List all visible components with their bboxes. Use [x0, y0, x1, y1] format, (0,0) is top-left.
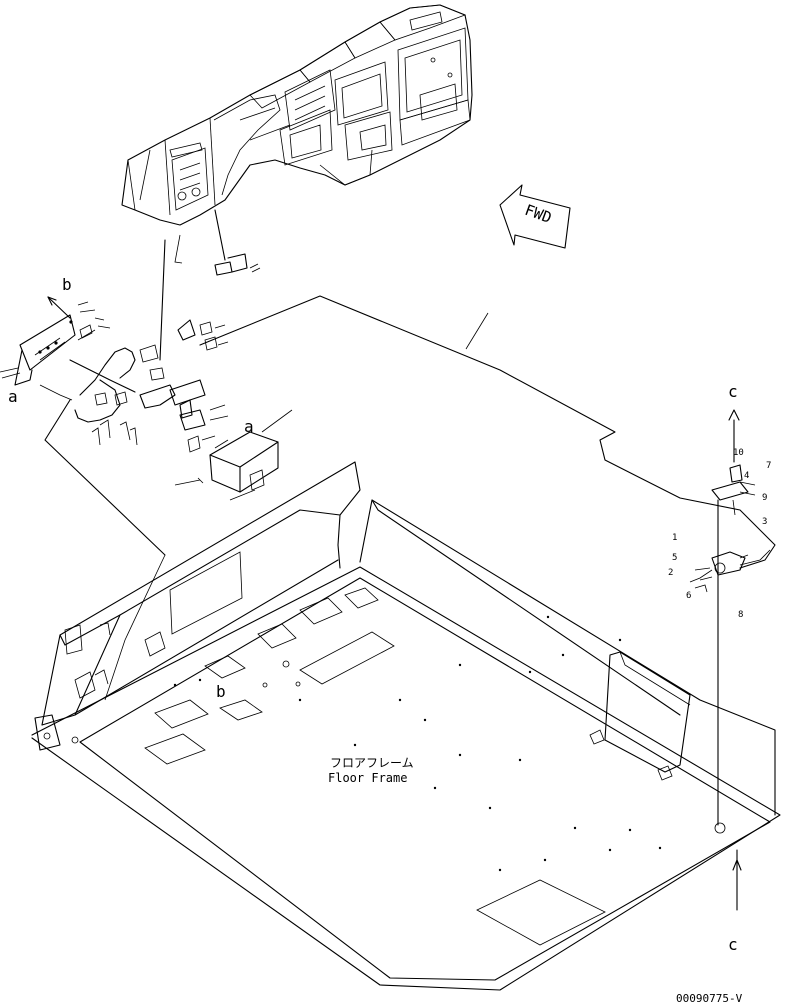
callout-c-bottom: c — [728, 935, 738, 954]
part-number-label: 1 — [672, 533, 677, 543]
floor-frame — [31, 461, 781, 991]
callout-c-top: c — [728, 382, 738, 401]
forward-direction-arrow: FWD — [499, 184, 571, 249]
center-small-parts — [169, 319, 229, 453]
instrument-panel — [121, 4, 473, 264]
callout-b-bottom: b — [216, 682, 226, 701]
part-number-label: 3 — [762, 517, 767, 527]
dash-connector — [159, 209, 261, 361]
cover-box-a — [174, 409, 293, 501]
callout-b-top: b — [62, 275, 72, 294]
drawing-number: 00090775-V — [676, 992, 743, 1005]
part-number-label: 9 — [762, 493, 767, 503]
part-number-label: 6 — [686, 591, 691, 601]
part-number-label: 10 — [733, 448, 744, 458]
part-number-label: 7 — [766, 461, 771, 471]
right-bracket-assembly — [689, 409, 771, 911]
part-number-label: 4 — [744, 471, 749, 481]
part-number-label: 8 — [738, 610, 743, 620]
routing-cable — [199, 295, 776, 569]
part-number-label: 2 — [668, 568, 673, 578]
left-bracket-assembly — [0, 296, 176, 701]
floor-label-en: Floor Frame — [328, 771, 407, 785]
part-number-label: 5 — [672, 553, 677, 563]
callout-a-left: a — [8, 387, 18, 406]
callout-a-right: a — [244, 417, 254, 436]
floor-label-jp: フロアフレーム — [330, 756, 414, 770]
